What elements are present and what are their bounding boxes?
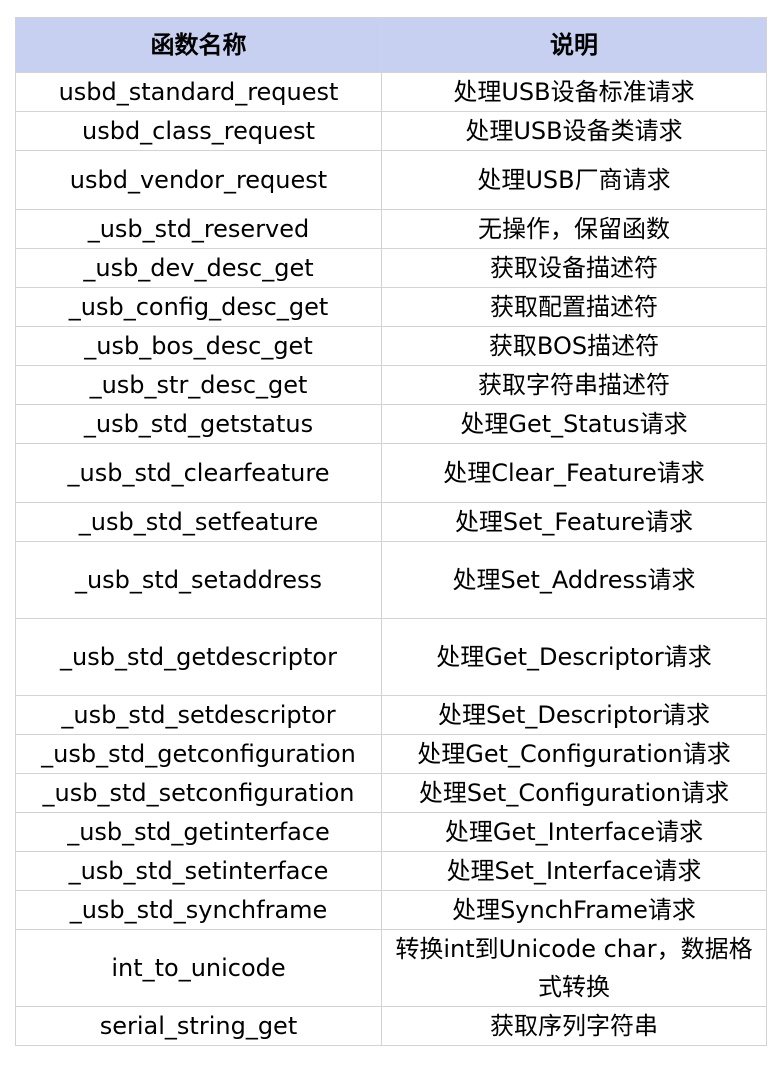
table-row: _usb_bos_desc_get 获取BOS描述符 [15,326,767,366]
description-cell: 处理Set_Interface请求 [381,851,767,891]
table-row: usbd_vendor_request 处理USB厂商请求 [15,150,767,210]
description-cell: 处理Get_Descriptor请求 [381,618,767,696]
description-cell: 获取序列字符串 [381,1006,767,1046]
function-name-cell: _usb_std_reserved [15,209,382,249]
table-row: _usb_std_getstatus 处理Get_Status请求 [15,404,767,444]
description-cell: 处理Clear_Feature请求 [381,443,767,503]
function-name-cell: _usb_std_getdescriptor [15,618,382,696]
function-name-cell: usbd_standard_request [15,72,382,112]
description-cell: 处理USB厂商请求 [381,150,767,210]
description-cell: 获取设备描述符 [381,248,767,288]
header-description: 说明 [381,17,767,73]
description-cell: 处理Get_Configuration请求 [381,734,767,774]
function-name-cell: _usb_std_synchframe [15,890,382,930]
description-cell: 获取字符串描述符 [381,365,767,405]
function-name-cell: _usb_bos_desc_get [15,326,382,366]
function-name-cell: usbd_class_request [15,111,382,151]
table-row: _usb_str_desc_get 获取字符串描述符 [15,365,767,405]
function-name-cell: int_to_unicode [15,929,382,1007]
table-row: serial_string_get 获取序列字符串 [15,1006,767,1046]
description-cell: 无操作，保留函数 [381,209,767,249]
table-row: usbd_standard_request 处理USB设备标准请求 [15,72,767,112]
function-name-cell: _usb_std_setconfiguration [15,773,382,813]
description-cell: 处理Set_Configuration请求 [381,773,767,813]
table-row: _usb_std_synchframe 处理SynchFrame请求 [15,890,767,930]
table-row: _usb_std_getdescriptor 处理Get_Descriptor请… [15,618,767,696]
function-name-cell: _usb_std_getconfiguration [15,734,382,774]
table-header-row: 函数名称 说明 [15,17,767,73]
function-name-cell: _usb_std_setfeature [15,502,382,542]
function-name-cell: _usb_dev_desc_get [15,248,382,288]
table-row: _usb_std_getinterface 处理Get_Interface请求 [15,812,767,852]
table-row: _usb_std_setdescriptor 处理Set_Descriptor请… [15,695,767,735]
description-cell: 处理Set_Descriptor请求 [381,695,767,735]
function-name-cell: serial_string_get [15,1006,382,1046]
description-cell: 转换int到Unicode char，数据格式转换 [381,929,767,1007]
function-name-cell: _usb_std_getinterface [15,812,382,852]
table-row: _usb_std_setconfiguration 处理Set_Configur… [15,773,767,813]
table-row: _usb_std_clearfeature 处理Clear_Feature请求 [15,443,767,503]
description-cell: 处理Set_Feature请求 [381,502,767,542]
table-row: _usb_std_setaddress 处理Set_Address请求 [15,541,767,619]
description-cell: 处理USB设备类请求 [381,111,767,151]
function-table: 函数名称 说明 usbd_standard_request 处理USB设备标准请… [15,17,767,1046]
description-cell: 处理Set_Address请求 [381,541,767,619]
function-name-cell: _usb_std_setdescriptor [15,695,382,735]
table-row: _usb_std_reserved 无操作，保留函数 [15,209,767,249]
function-name-cell: _usb_str_desc_get [15,365,382,405]
description-cell: 获取配置描述符 [381,287,767,327]
function-name-cell: _usb_std_clearfeature [15,443,382,503]
description-cell: 处理SynchFrame请求 [381,890,767,930]
function-name-cell: _usb_std_setinterface [15,851,382,891]
table-row: _usb_config_desc_get 获取配置描述符 [15,287,767,327]
table-row: _usb_dev_desc_get 获取设备描述符 [15,248,767,288]
table-row: usbd_class_request 处理USB设备类请求 [15,111,767,151]
function-name-cell: _usb_std_getstatus [15,404,382,444]
function-name-cell: usbd_vendor_request [15,150,382,210]
description-cell: 处理USB设备标准请求 [381,72,767,112]
table-row: _usb_std_setfeature 处理Set_Feature请求 [15,502,767,542]
table-row: int_to_unicode 转换int到Unicode char，数据格式转换 [15,929,767,1007]
header-function-name: 函数名称 [15,17,382,73]
table-row: _usb_std_getconfiguration 处理Get_Configur… [15,734,767,774]
function-name-cell: _usb_config_desc_get [15,287,382,327]
table-row: _usb_std_setinterface 处理Set_Interface请求 [15,851,767,891]
description-cell: 处理Get_Status请求 [381,404,767,444]
description-cell: 获取BOS描述符 [381,326,767,366]
description-cell: 处理Get_Interface请求 [381,812,767,852]
function-name-cell: _usb_std_setaddress [15,541,382,619]
